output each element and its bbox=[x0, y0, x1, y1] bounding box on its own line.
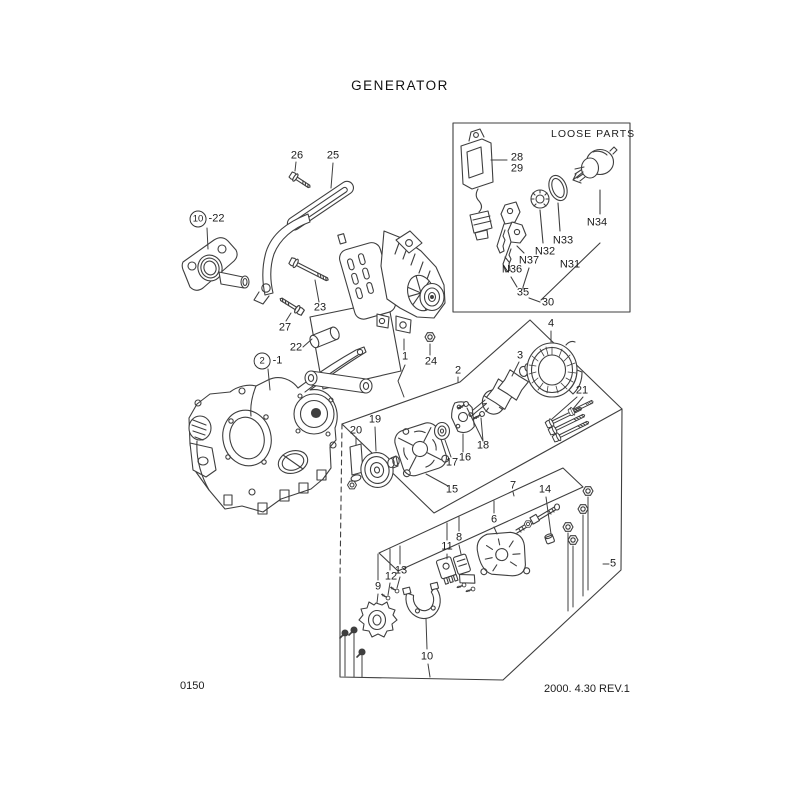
screw-12-drawing bbox=[380, 592, 392, 602]
callout-10: 10 bbox=[420, 650, 434, 663]
bolt-23-drawing bbox=[287, 255, 331, 285]
callout-35: 35 bbox=[516, 286, 530, 299]
keys-drawing bbox=[496, 201, 527, 273]
callout-19: 19 bbox=[368, 413, 382, 426]
pivot-bracket-drawing bbox=[253, 213, 311, 305]
insulator-drawing bbox=[544, 533, 555, 545]
loose-parts-title: LOOSE PARTS bbox=[551, 128, 636, 140]
page-title: GENERATOR bbox=[351, 78, 449, 93]
callout-24: 24 bbox=[424, 355, 438, 368]
o-ring-drawing bbox=[548, 174, 568, 202]
callout-7: 7 bbox=[509, 479, 517, 492]
brush-cover-10-drawing bbox=[402, 581, 441, 619]
callout-5: 5 bbox=[609, 557, 617, 570]
front-housing-15-drawing bbox=[394, 422, 450, 478]
callout-N32: N32 bbox=[534, 245, 556, 258]
callout-22: 22 bbox=[289, 341, 303, 354]
engine-cover-drawing bbox=[188, 346, 367, 515]
loose-parts-leaders bbox=[490, 159, 601, 303]
callout-26: 26 bbox=[290, 149, 304, 162]
callout-10-22: 10-22 bbox=[189, 210, 224, 228]
callout-23: 23 bbox=[313, 301, 327, 314]
leader-lines bbox=[206, 161, 610, 678]
callout-N33: N33 bbox=[552, 234, 574, 247]
callout-N36: N36 bbox=[501, 263, 523, 276]
callout-N37: N37 bbox=[518, 254, 540, 267]
idler-bracket-drawing bbox=[181, 237, 250, 291]
screw-13-drawing bbox=[389, 585, 401, 595]
callout-2-1: 2-1 bbox=[253, 352, 282, 370]
callout-13: 13 bbox=[394, 564, 408, 577]
loose-parts-box bbox=[452, 122, 631, 313]
stator-4-drawing bbox=[526, 340, 583, 398]
terminal-bolt-14-drawing bbox=[515, 503, 561, 534]
callout-11: 11 bbox=[441, 540, 453, 553]
regulator-11-drawing bbox=[435, 556, 459, 585]
callout-3: 3 bbox=[516, 349, 524, 362]
pulley-19-drawing bbox=[360, 452, 394, 488]
callout-4: 4 bbox=[547, 317, 555, 330]
callout-20: 20 bbox=[349, 424, 363, 437]
callout-6: 6 bbox=[490, 513, 498, 526]
lock-washer-drawing bbox=[530, 189, 550, 209]
callout-14: 14 bbox=[538, 483, 552, 496]
callout-2: 2 bbox=[454, 364, 462, 377]
nut-24-drawing bbox=[424, 332, 436, 342]
callout-27: 27 bbox=[278, 321, 292, 334]
callout-28: 28 bbox=[510, 151, 524, 164]
callout-15: 15 bbox=[445, 483, 459, 496]
collar-drawing bbox=[387, 455, 400, 469]
callout-N34: N34 bbox=[586, 216, 608, 229]
screws-bottom-left-drawing bbox=[339, 626, 366, 658]
fusible-link-drawing bbox=[460, 128, 494, 241]
through-bolts-21-drawing bbox=[544, 396, 596, 444]
doc-number: 0150 bbox=[180, 680, 205, 692]
bearing-17-drawing bbox=[433, 421, 451, 441]
callout-25: 25 bbox=[326, 149, 340, 162]
rotor-3-drawing bbox=[472, 363, 532, 416]
rear-cover-6-drawing bbox=[476, 531, 531, 577]
spacer-arm-drawing bbox=[304, 300, 402, 394]
callout-N31: N31 bbox=[559, 258, 581, 271]
brush-holder-8-drawing bbox=[452, 553, 476, 584]
callout-16: 16 bbox=[458, 451, 472, 464]
callout-8: 8 bbox=[455, 531, 463, 544]
revision-text: 2000. 4.30 REV.1 bbox=[544, 683, 630, 695]
callout-29: 29 bbox=[510, 162, 524, 175]
rotor-fan-9-drawing bbox=[358, 601, 398, 638]
callout-17: 17 bbox=[445, 456, 459, 469]
alternator-assembled-drawing bbox=[337, 230, 446, 334]
screw-18b-drawing bbox=[472, 409, 487, 422]
callout-18: 18 bbox=[476, 439, 490, 452]
ignition-switch-drawing bbox=[572, 146, 618, 184]
callout-30: 30 bbox=[541, 296, 555, 309]
callout-9: 9 bbox=[374, 580, 382, 593]
callout-12: 12 bbox=[384, 570, 398, 583]
callout-21: 21 bbox=[575, 384, 589, 397]
callout-1: 1 bbox=[401, 350, 409, 363]
bolt-26-drawing bbox=[287, 170, 313, 192]
